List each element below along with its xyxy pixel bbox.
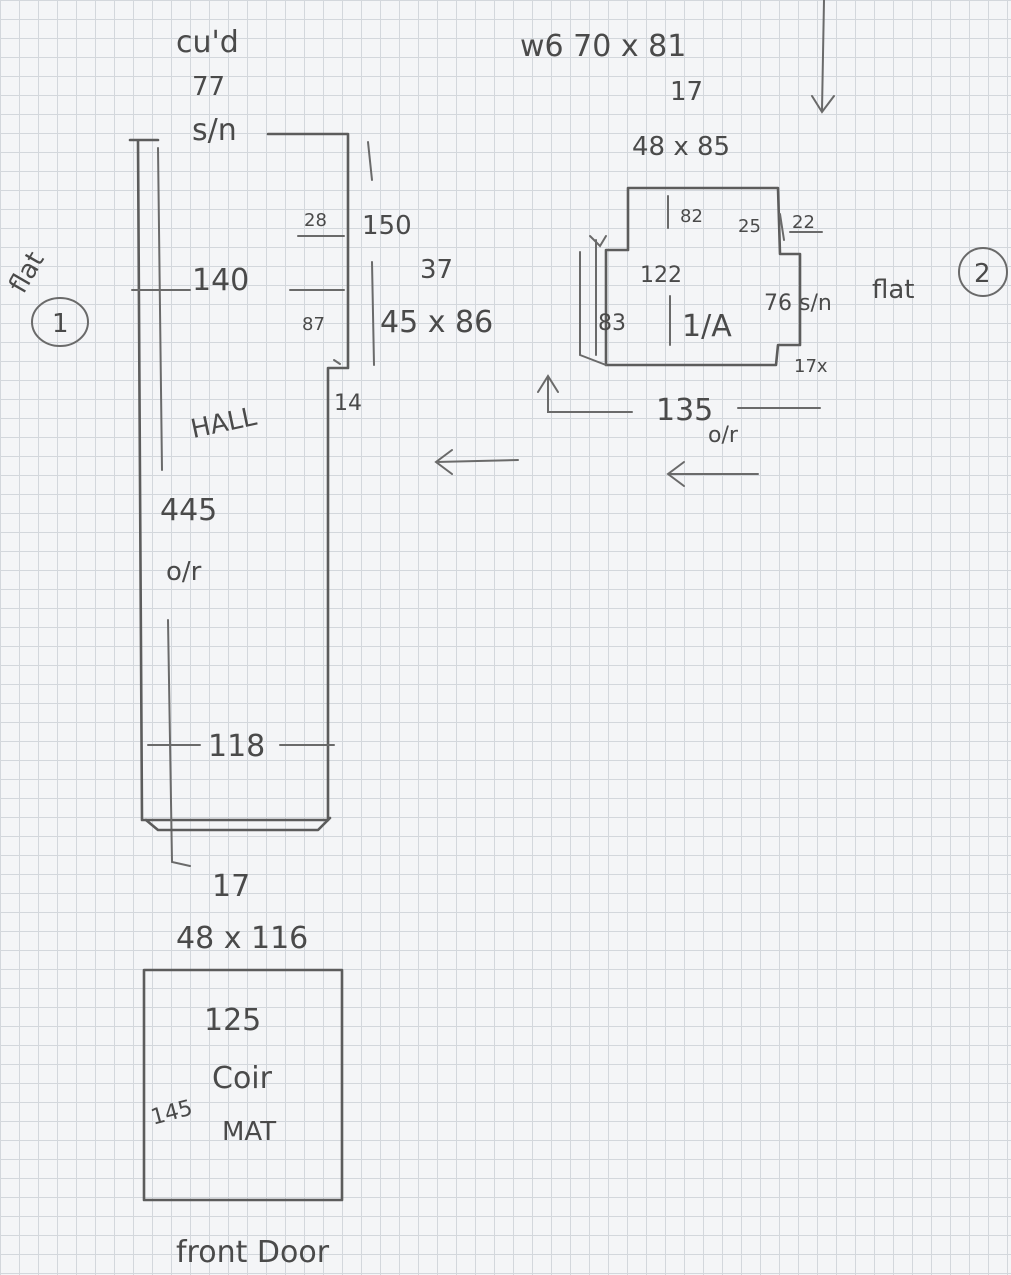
label-48x116: 48 x 116 — [176, 921, 308, 956]
label-flat1-word: flat — [3, 247, 50, 299]
label-83: 83 — [598, 311, 626, 336]
left-arrow-icon-2 — [666, 461, 759, 487]
label-140: 140 — [192, 263, 249, 298]
label-17x: 17x — [794, 356, 828, 377]
label-coir: Coir — [212, 1061, 273, 1096]
flat2-circle — [958, 247, 1008, 297]
label-150: 150 — [362, 211, 412, 241]
label-flat2-word: flat — [872, 275, 915, 305]
label-flat1-number: 1 — [52, 309, 69, 339]
down-arrow-icon — [811, 0, 835, 114]
direction-arrows — [434, 0, 835, 487]
label-45x86: 45 x 86 — [380, 305, 493, 340]
label-25: 25 — [738, 216, 761, 237]
label-135: 135 — [656, 393, 713, 428]
label-87: 87 — [302, 314, 325, 335]
label-122: 122 — [640, 263, 682, 288]
label-cud: cu'd — [176, 25, 239, 60]
label-37: 37 — [420, 255, 453, 285]
label-hall: HALL — [188, 402, 260, 445]
label-flat2-number: 2 — [974, 259, 991, 289]
label-mat: MAT — [222, 1117, 276, 1147]
label-77: 77 — [192, 72, 225, 102]
turn-arrow-icon — [537, 374, 633, 413]
flat2-room-outline — [579, 186, 823, 367]
label-w6-dimensions: w6 70 x 81 — [520, 29, 686, 64]
label-14: 14 — [334, 391, 362, 416]
label-28: 28 — [304, 210, 327, 231]
coir-mat-box — [142, 968, 344, 1202]
label-145: 145 — [148, 1096, 195, 1131]
label-118: 118 — [208, 729, 265, 764]
flat1-circle — [31, 297, 89, 347]
label-17-top: 17 — [670, 77, 703, 107]
label-olr: o/r — [166, 557, 202, 587]
left-arrow-icon — [434, 449, 519, 475]
label-17-bottom: 17 — [212, 869, 250, 904]
label-125: 125 — [204, 1003, 261, 1038]
label-48x85: 48 x 85 — [632, 132, 730, 162]
label-82: 82 — [680, 206, 703, 227]
label-olr-2: o/r — [708, 423, 739, 448]
hall-room-outline — [128, 132, 375, 867]
label-front-door: front Door — [176, 1235, 330, 1270]
label-sn: s/n — [192, 113, 237, 148]
label-76sn: 76 s/n — [764, 291, 832, 316]
label-445: 445 — [160, 493, 217, 528]
label-22: 22 — [792, 212, 815, 233]
label-1a: 1/A — [682, 309, 732, 344]
